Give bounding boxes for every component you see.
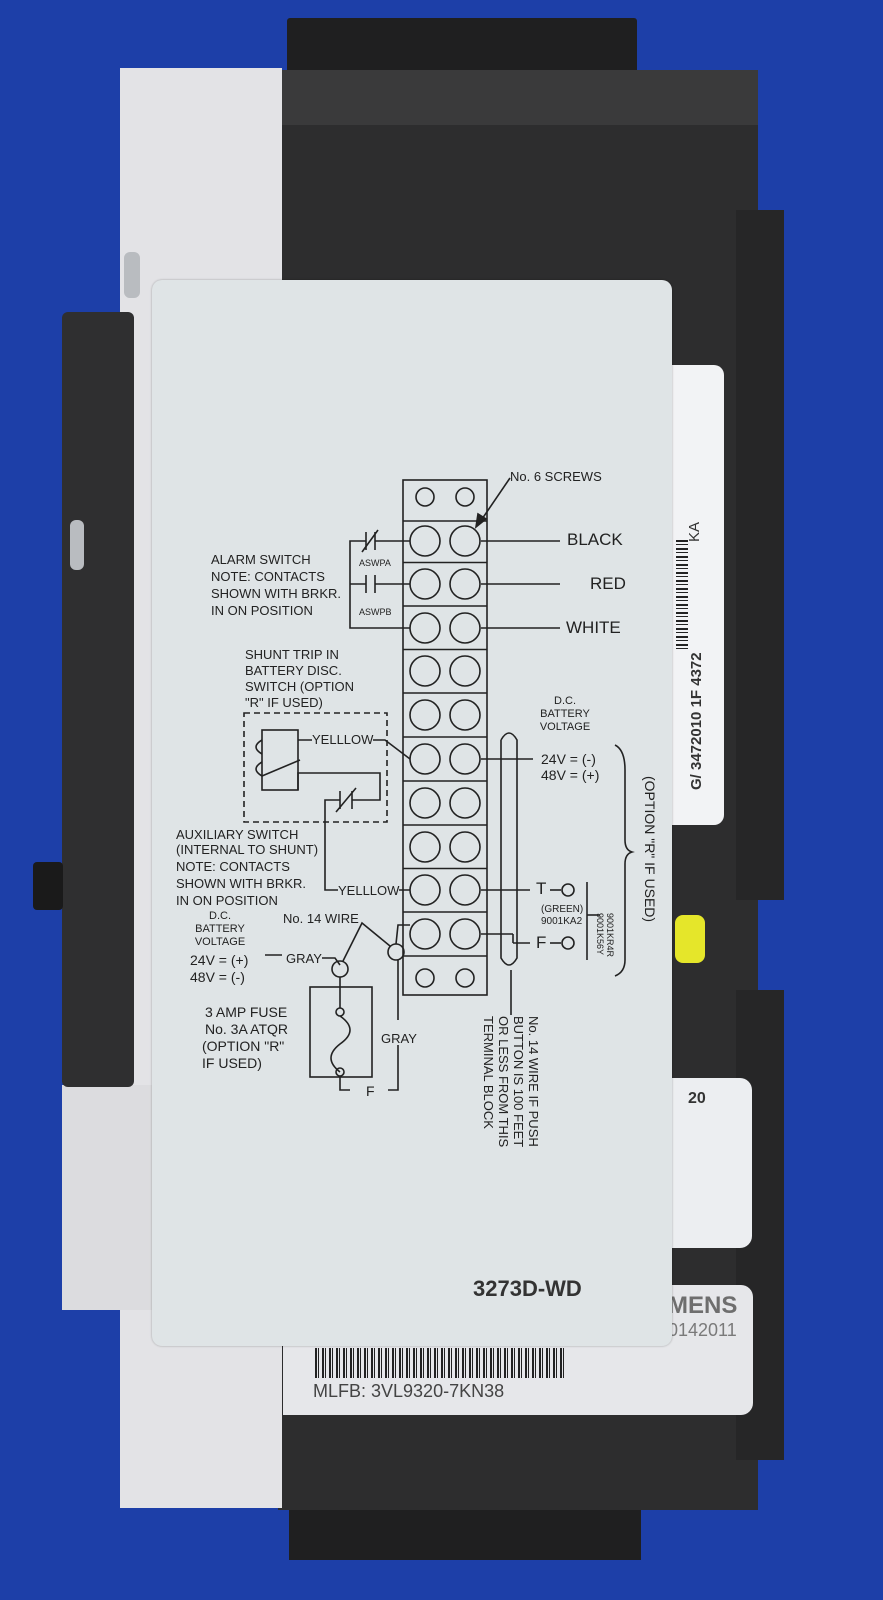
note-line: D.C. <box>209 910 231 922</box>
voltage-left-24: 24V = (+) <box>190 952 249 968</box>
gray-wire-label-2: GRAY <box>381 1031 417 1046</box>
terminal-screw <box>449 525 481 557</box>
body-top-band <box>278 70 758 125</box>
terminal-t: T <box>536 879 547 898</box>
voltage-right-24: 24V = (-) <box>541 751 596 767</box>
note-line: No. 3A ATQR <box>205 1021 288 1037</box>
terminal-screw <box>409 655 441 687</box>
option-r-note: (OPTION "R" IF USED) <box>642 776 658 923</box>
bottom-label-brand: MENS <box>668 1292 738 1319</box>
terminal-screw <box>449 918 481 950</box>
terminal-screw <box>449 699 481 731</box>
terminal-screw <box>455 968 475 988</box>
mlfb-text: MLFB: 3VL9320-7KN38 <box>313 1381 505 1401</box>
terminal-screw <box>415 487 435 507</box>
note-line: BATTERY <box>540 708 590 720</box>
terminal-screw <box>409 831 441 863</box>
note-line: No. 14 WIRE IF PUSH <box>526 1016 541 1147</box>
note-line: 3 AMP FUSE <box>205 1004 288 1020</box>
bottom-barcode <box>315 1348 565 1378</box>
note-line: IN ON POSITION <box>211 603 313 618</box>
pushbutton-part-1: 9001KR4R <box>605 913 615 958</box>
part-number: 3273D-WD <box>473 1276 582 1301</box>
note-line: AUXILIARY SWITCH <box>176 827 299 842</box>
terminal-screw <box>409 568 441 600</box>
middle-label-text: 20 <box>688 1090 706 1107</box>
terminal-screw <box>449 743 481 775</box>
note-line: BATTERY <box>195 923 245 935</box>
note-line: SHOWN WITH BRKR. <box>211 586 341 601</box>
side-switch <box>33 862 63 910</box>
note-line: OR LESS FROM THIS <box>496 1016 511 1148</box>
note-line: D.C. <box>554 695 576 707</box>
note-line: VOLTAGE <box>194 936 246 948</box>
voltage-left-48: 48V = (-) <box>190 969 245 985</box>
left-side-piece <box>62 312 134 1087</box>
green-part: 9001KA2 <box>541 916 583 927</box>
bottom-tab <box>289 1505 641 1560</box>
aswpa-label: ASWPA <box>359 558 391 568</box>
pushbutton-part-2: 9001K56Y <box>595 913 605 956</box>
dc-battery-right: D.C. BATTERY VOLTAGE <box>535 695 595 734</box>
note-line: SHOWN WITH BRKR. <box>176 876 306 891</box>
note-line: "R" IF USED) <box>245 695 323 710</box>
fuse-f-label: F <box>366 1083 375 1099</box>
screws-note: No. 6 SCREWS <box>510 469 602 484</box>
terminal-screw <box>449 874 481 906</box>
dc-battery-left: D.C. BATTERY VOLTAGE <box>190 910 250 949</box>
bottom-label-serial: 0142011 <box>668 1320 737 1340</box>
terminal-screw <box>449 787 481 819</box>
terminal-screw <box>409 918 441 950</box>
note-line: IN ON POSITION <box>176 893 278 908</box>
wire-distance-note: No. 14 WIRE IF PUSH BUTTON IS 100 FEET O… <box>481 1016 541 1147</box>
note-line: (INTERNAL TO SHUNT) <box>176 842 319 857</box>
screw-head <box>124 252 140 298</box>
note-line: BUTTON IS 100 FEET <box>511 1016 526 1148</box>
terminal-screw <box>449 568 481 600</box>
note-line: (OPTION "R" <box>202 1038 285 1054</box>
side-barcode <box>676 540 688 650</box>
left-housing-lower <box>62 1085 152 1310</box>
note-line: NOTE: CONTACTS <box>211 569 325 584</box>
terminal-screw <box>449 831 481 863</box>
terminal-block <box>402 479 488 996</box>
yellow-wire-label: YELLLOW <box>312 731 374 748</box>
terminal-screw <box>409 525 441 557</box>
note-line: SHUNT TRIP IN <box>245 647 339 662</box>
note-line: BATTERY DISC. <box>245 663 342 678</box>
note-line: SWITCH (OPTION <box>245 679 355 694</box>
terminal-f: F <box>536 933 547 952</box>
terminal-screw <box>449 655 481 687</box>
terminal-screw <box>409 743 441 775</box>
note-line: TERMINAL BLOCK <box>481 1016 496 1129</box>
right-rail-upper <box>736 210 784 900</box>
yellow-wires <box>675 915 705 963</box>
terminal-screw <box>449 612 481 644</box>
green-label: (GREEN) <box>541 904 584 915</box>
note-line: ALARM SWITCH <box>211 552 311 567</box>
note-line: NOTE: CONTACTS <box>176 859 290 874</box>
note-line: VOLTAGE <box>539 721 591 733</box>
no14-wire-label: No. 14 WIRE <box>283 911 359 926</box>
terminal-screw <box>409 699 441 731</box>
terminal-screw <box>455 487 475 507</box>
voltage-right-48: 48V = (+) <box>541 767 600 783</box>
terminal-screw <box>409 874 441 906</box>
gray-wire-label: GRAY <box>286 951 322 966</box>
note-line: IF USED) <box>202 1055 262 1071</box>
yellow-wire-label-2: YELLLOW <box>338 882 400 899</box>
terminal-screw <box>409 787 441 819</box>
screw-head <box>70 520 84 570</box>
wiring-label <box>152 280 672 1346</box>
wire-label-white: WHITE <box>566 618 621 637</box>
terminal-screw <box>415 968 435 988</box>
aswpb-label: ASWPB <box>359 607 392 617</box>
terminal-screw <box>409 612 441 644</box>
top-tab <box>287 18 637 74</box>
wire-label-black: BLACK <box>567 530 623 549</box>
middle-label <box>660 1078 752 1248</box>
wire-label-red: RED <box>590 574 626 593</box>
